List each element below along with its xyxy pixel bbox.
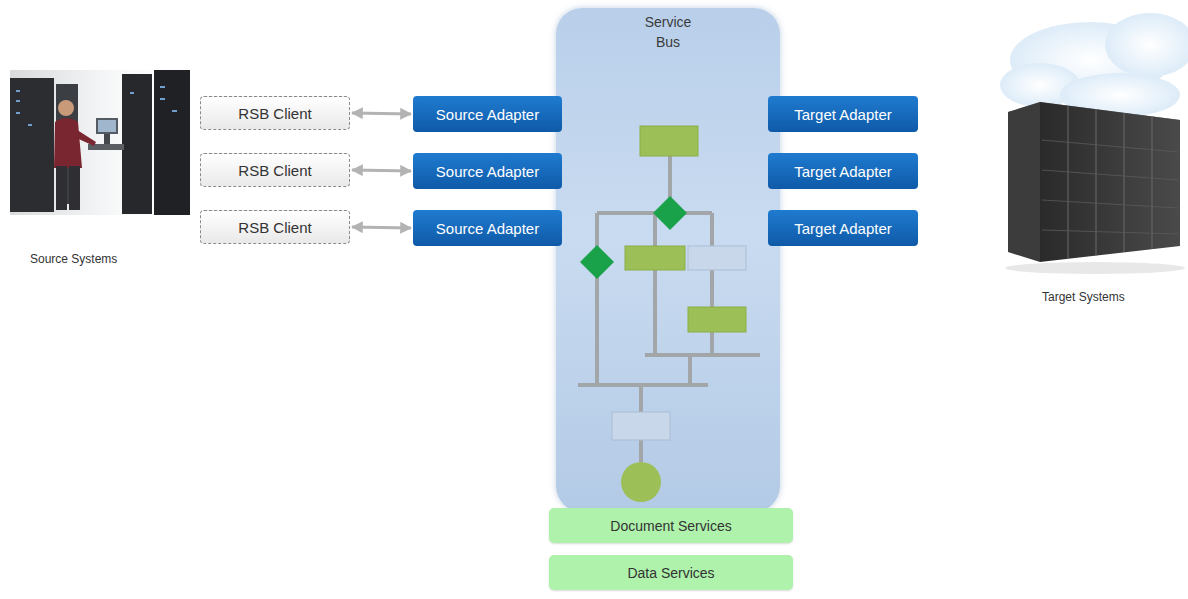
service-band: Data Services — [549, 555, 793, 590]
client-box: RSB Client — [200, 96, 350, 130]
double-arrow — [352, 113, 411, 114]
node-label: RSB Client — [238, 219, 311, 236]
bus-panel: Service Bus — [556, 8, 780, 512]
source-photo — [10, 70, 195, 215]
client-box: RSB Client — [200, 153, 350, 187]
node-label: Source Adapter — [436, 106, 539, 123]
source-adapter: Source Adapter — [413, 210, 562, 246]
node-label: Document Services — [610, 518, 731, 534]
node-label: Source Adapter — [436, 163, 539, 180]
double-arrow — [352, 170, 411, 171]
target-adapter: Target Adapter — [768, 153, 918, 189]
service-band: Document Services — [549, 508, 793, 543]
source-adapter: Source Adapter — [413, 96, 562, 132]
system-caption: Target Systems — [1042, 290, 1125, 304]
node-label: Data Services — [627, 565, 714, 581]
node-label: Target Adapter — [794, 220, 892, 237]
node-label: RSB Client — [238, 105, 311, 122]
client-box: RSB Client — [200, 210, 350, 244]
node-label: Target Adapter — [794, 106, 892, 123]
node-label: RSB Client — [238, 162, 311, 179]
target-servers — [1000, 13, 1188, 274]
node-label: Source Adapter — [436, 220, 539, 237]
system-caption: Source Systems — [30, 252, 117, 266]
node-label: Service Bus — [637, 12, 699, 52]
source-adapter: Source Adapter — [413, 153, 562, 189]
target-adapter: Target Adapter — [768, 210, 918, 246]
target-adapter: Target Adapter — [768, 96, 918, 132]
double-arrow — [352, 227, 411, 228]
node-label: Target Adapter — [794, 163, 892, 180]
